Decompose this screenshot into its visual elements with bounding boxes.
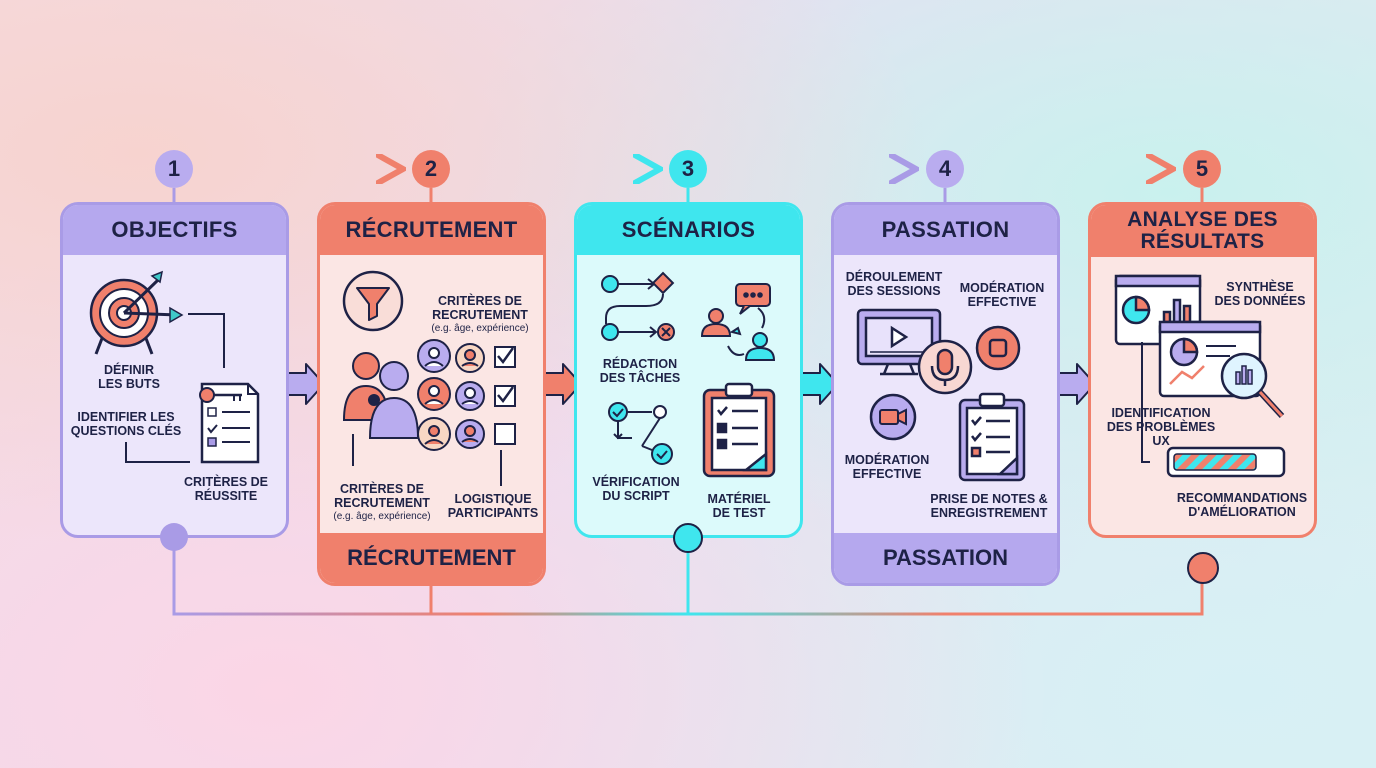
bracket-line [188, 313, 225, 368]
dashboard-icon [1114, 274, 1285, 419]
conversation-icon [700, 283, 776, 361]
label-deroulement: DÉROULEMENT DES SESSIONS [845, 270, 943, 298]
progress-bar-icon [1166, 446, 1286, 478]
step-number-3: 3 [669, 150, 707, 188]
card-title: PASSATION [834, 205, 1057, 255]
checkbox-icon [494, 346, 516, 445]
clipboard-icon [958, 392, 1026, 482]
step-number-4: 4 [926, 150, 964, 188]
bracket-line [1141, 342, 1150, 463]
label-logistique: LOGISTIQUE PARTICIPANTS [447, 492, 539, 520]
connector-dot [1187, 552, 1219, 584]
label-definir: DÉFINIR LES BUTS [98, 363, 160, 391]
label-synthese: SYNTHÈSE DES DONNÉES [1214, 280, 1306, 308]
step-number-1: 1 [155, 150, 193, 188]
connector-dot [160, 523, 188, 551]
card-title: ANALYSE DES RÉSULTATS [1091, 205, 1314, 257]
connector-dot [673, 523, 703, 553]
checklist-icon [200, 382, 260, 464]
label-criteres-top-sub: (e.g. âge, expérience) [431, 323, 529, 334]
label-identification: IDENTIFICATION DES PROBLÈMES UX [1106, 406, 1216, 448]
record-icon [975, 325, 1021, 371]
card-title: SCÉNARIOS [577, 205, 800, 255]
bracket-line [125, 442, 190, 463]
bracket-line [500, 450, 502, 486]
card-footer: RÉCRUTEMENT [320, 533, 543, 583]
group-icon [342, 352, 420, 439]
step-number-5: 5 [1183, 150, 1221, 188]
label-identifier: IDENTIFIER LES QUESTIONS CLÉS [70, 410, 182, 438]
card-footer: PASSATION [834, 533, 1057, 583]
label-recommandations: RECOMMANDATIONS D'AMÉLIORATION [1176, 491, 1308, 519]
label-criteres-top-title: CRITÈRES DE RECRUTEMENT [432, 294, 528, 322]
label-moderation-top: MODÉRATION EFFECTIVE [959, 281, 1045, 309]
card-title: OBJECTIFS [63, 205, 286, 255]
target-icon [89, 270, 184, 355]
camera-icon [869, 393, 917, 441]
microphone-icon [917, 339, 973, 395]
card-objectifs: OBJECTIFS [60, 202, 289, 538]
label-redaction: RÉDACTION DES TÂCHES [599, 357, 681, 385]
card-scenarios: SCÉNARIOS [574, 202, 803, 538]
flowchart-icon [601, 271, 675, 341]
step-number-2: 2 [412, 150, 450, 188]
label-verification: VÉRIFICATION DU SCRIPT [592, 475, 680, 503]
label-criteres-top: CRITÈRES DE RECRUTEMENT (e.g. âge, expér… [420, 280, 540, 350]
card-passation: PASSATION PASSATION [831, 202, 1060, 586]
label-prise-notes: PRISE DE NOTES & ENREGISTREMENT [930, 492, 1048, 520]
avatar-grid-icon [417, 339, 485, 451]
key-icon [199, 387, 242, 403]
process-check-icon [608, 402, 673, 465]
label-moderation-bottom: MODÉRATION EFFECTIVE [844, 453, 930, 481]
label-criteres-bottom-title: CRITÈRES DE RECRUTEMENT [334, 482, 430, 510]
clipboard-icon [702, 382, 776, 478]
monitor-icon [856, 308, 942, 376]
label-criteres-bottom-sub: (e.g. âge, expérience) [333, 511, 431, 522]
card-title: RÉCRUTEMENT [320, 205, 543, 255]
bracket-line [352, 434, 354, 466]
label-criteres-bottom: CRITÈRES DE RECRUTEMENT (e.g. âge, expér… [322, 468, 442, 538]
label-materiel: MATÉRIEL DE TEST [707, 492, 771, 520]
label-criteres-reussite: CRITÈRES DE RÉUSSITE [183, 475, 269, 503]
funnel-icon [342, 270, 404, 332]
